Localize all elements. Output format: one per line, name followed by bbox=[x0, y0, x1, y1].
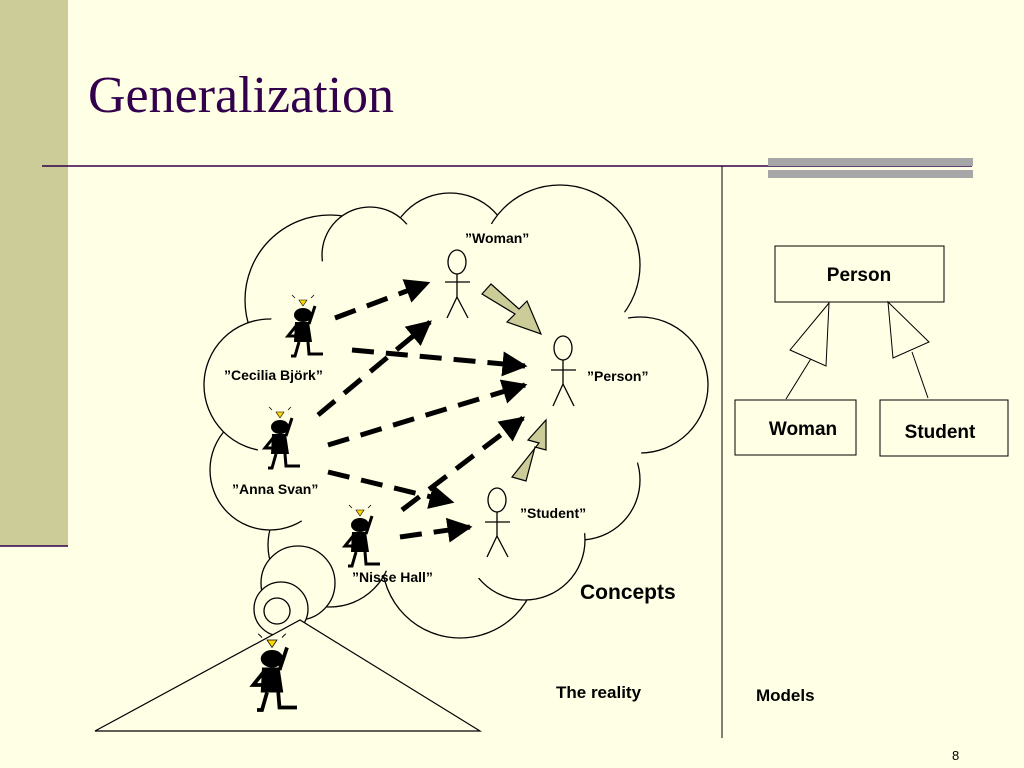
label-models: Models bbox=[756, 686, 815, 705]
slide-title: Generalization bbox=[88, 67, 395, 124]
label-concept-person: ”Person” bbox=[587, 368, 648, 384]
label-individual-nisse: ”Nisse Hall” bbox=[352, 569, 433, 585]
label-individual-cecilia: ”Cecilia Björk” bbox=[224, 367, 323, 383]
label-concept-woman: ”Woman” bbox=[465, 230, 529, 246]
class-person-box bbox=[774, 245, 945, 303]
class-woman-name: Woman bbox=[769, 419, 837, 440]
label-the-reality: The reality bbox=[556, 683, 642, 702]
arrow-anna-student bbox=[327, 469, 455, 509]
class-woman-box bbox=[734, 399, 857, 456]
class-person-name: Person bbox=[827, 265, 891, 286]
arrow-anna-person bbox=[327, 379, 528, 448]
label-individual-anna: ”Anna Svan” bbox=[232, 481, 318, 497]
generalization-arrow-woman-person bbox=[481, 283, 543, 336]
inheritance-woman-person bbox=[785, 301, 830, 400]
reality-triangle bbox=[94, 619, 483, 732]
class-student-name: Student bbox=[905, 422, 976, 443]
arrow-cecilia-person bbox=[351, 347, 528, 377]
inheritance-student-person bbox=[887, 300, 930, 399]
page-number: 8 bbox=[952, 748, 960, 763]
arrow-nisse-student bbox=[399, 517, 473, 543]
accent-bar-top bbox=[768, 158, 973, 166]
label-concept-student: ”Student” bbox=[520, 505, 586, 521]
stick-figure-woman-icon bbox=[445, 249, 470, 319]
stick-figure-person-icon bbox=[551, 335, 576, 407]
arrow-nisse-person bbox=[400, 416, 525, 512]
thinking-person-cecilia-icon bbox=[284, 294, 323, 358]
arrow-cecilia-woman bbox=[334, 279, 431, 321]
arrow-anna-woman bbox=[316, 320, 432, 417]
label-concepts: Concepts bbox=[580, 581, 676, 604]
thinking-person-reality-icon bbox=[249, 633, 297, 712]
instance-arrows bbox=[316, 279, 528, 543]
thinking-person-nisse-icon bbox=[341, 504, 380, 568]
generalization-arrow-student-person bbox=[510, 418, 547, 482]
left-accent-bar bbox=[0, 0, 68, 546]
stick-figure-student-icon bbox=[485, 487, 510, 558]
class-student-box bbox=[879, 399, 1009, 457]
thought-cloud bbox=[203, 184, 709, 639]
thinking-person-anna-icon bbox=[261, 406, 300, 470]
accent-bar-bottom bbox=[768, 170, 973, 178]
